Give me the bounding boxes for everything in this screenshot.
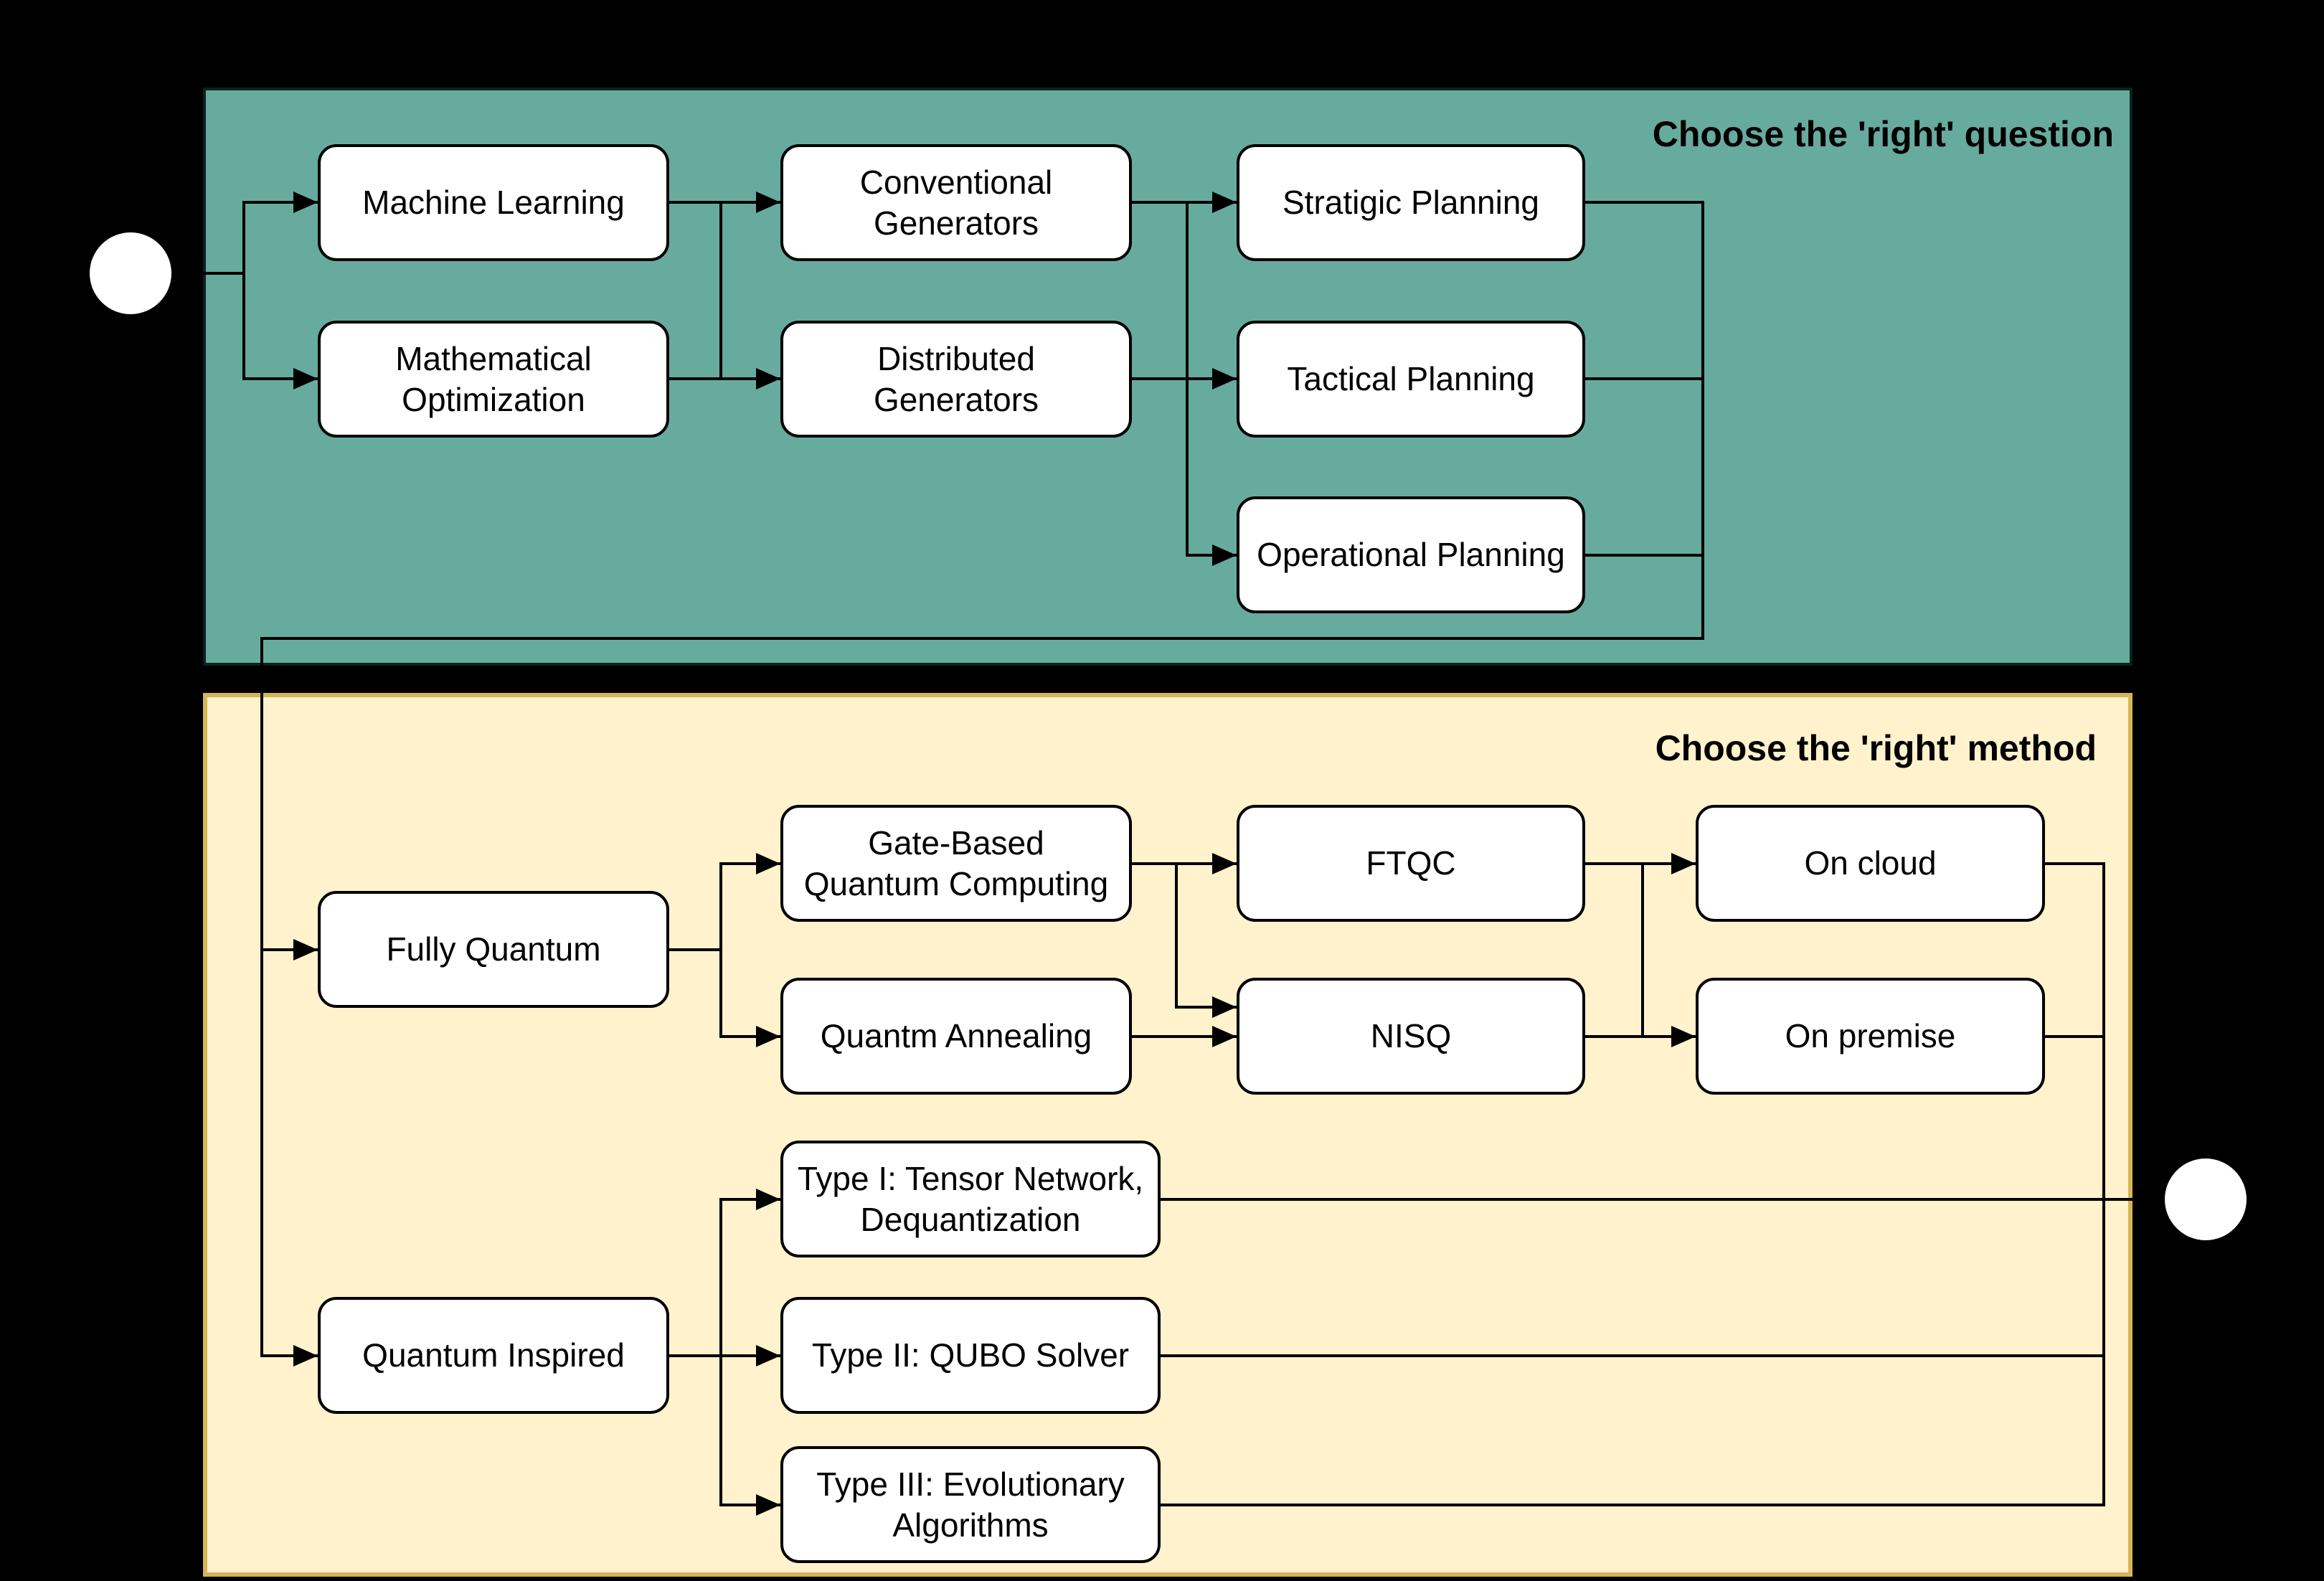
edge-line [1187,201,1237,204]
edge-line [721,377,780,380]
node-type-2: Type II: QUBO Solver [780,1297,1161,1414]
edge-line [719,201,722,380]
edge-line [244,377,318,380]
edge-line [1161,1198,2165,1201]
edge-line [1585,862,1696,865]
edge-line [262,1354,318,1357]
edge-line [1161,1354,2104,1357]
arrowhead-icon [756,853,780,874]
edge-line [244,201,318,204]
edge-line [1641,862,1644,1038]
edge-line [669,377,721,380]
edge-line [721,1504,780,1506]
edge-line [1585,554,1703,557]
node-on-cloud: On cloud [1696,805,2045,922]
edge-line [1176,1006,1237,1009]
arrowhead-icon [1212,853,1237,874]
arrowhead-icon [756,1494,780,1516]
panel-question-title: Choose the 'right' question [1652,114,2114,154]
edge-line [1132,862,1237,865]
arrowhead-icon [293,192,318,213]
edge-line [1175,862,1178,1009]
arrowhead-icon [756,1026,780,1047]
arrowhead-icon [756,1189,780,1210]
arrowhead-icon [1212,544,1237,566]
edge-line [1585,201,1703,204]
edge-line [260,637,263,1357]
node-type-1: Type I: Tensor Network, Dequantization [780,1141,1161,1257]
end-node [2165,1158,2247,1240]
edge-line [1161,1504,2104,1506]
edge-line [1701,201,1704,640]
node-fully-quantum: Fully Quantum [318,891,669,1008]
edge-line [721,1354,780,1357]
arrowhead-icon [756,1345,780,1367]
edge-line [2045,1035,2104,1038]
node-tactical-planning: Tactical Planning [1237,321,1585,438]
node-conventional-generators: Conventional Generators [780,144,1132,261]
arrowhead-icon [1212,192,1237,213]
node-operational-planning: Operational Planning [1237,496,1585,613]
arrowhead-icon [1212,996,1237,1018]
arrowhead-icon [756,368,780,390]
edge-line [262,948,318,951]
node-mathematical-optimization: Mathematical Optimization [318,321,669,438]
edge-line [2102,862,2105,1506]
edge-line [669,1354,721,1357]
edge-line [1132,1035,1237,1038]
edge-line [669,201,721,204]
edge-line [171,272,244,275]
edge-line [721,1035,780,1038]
edge-line [242,201,245,380]
edge-line [1187,377,1237,380]
edge-line [719,1198,722,1506]
edge-line [1585,1035,1696,1038]
edge-line [721,201,780,204]
arrowhead-icon [1212,368,1237,390]
node-quantum-annealing: Quantm Annealing [780,978,1132,1095]
arrowhead-icon [756,192,780,213]
start-node [90,232,171,314]
node-ftqc: FTQC [1237,805,1585,922]
arrowhead-icon [1212,1026,1237,1047]
arrowhead-icon [1671,853,1696,874]
node-strategic-planning: Stratigic Planning [1237,144,1585,261]
arrowhead-icon [293,368,318,390]
node-gate-based-qc: Gate-Based Quantum Computing [780,805,1132,922]
arrowhead-icon [293,1345,318,1367]
node-nisq: NISQ [1237,978,1585,1095]
edge-line [1132,201,1187,204]
node-type-3: Type III: Evolutionary Algorithms [780,1446,1161,1563]
edge-line [669,948,721,951]
edge-line [719,862,722,1038]
node-distributed-generators: Distributed Generators [780,321,1132,438]
arrowhead-icon [1671,1026,1696,1047]
arrowhead-icon [293,939,318,961]
node-machine-learning: Machine Learning [318,144,669,261]
edge-line [721,862,780,865]
edge-line [1585,377,1703,380]
edge-line [1132,377,1187,380]
edge-line [1187,554,1237,557]
edge-line [1186,201,1189,557]
edge-line [721,1198,780,1201]
panel-method-title: Choose the 'right' method [1655,728,2097,768]
node-on-premise: On premise [1696,978,2045,1095]
node-quantum-inspired: Quantum Inspired [318,1297,669,1414]
edge-line [2045,862,2104,865]
edge-line [262,637,1703,640]
